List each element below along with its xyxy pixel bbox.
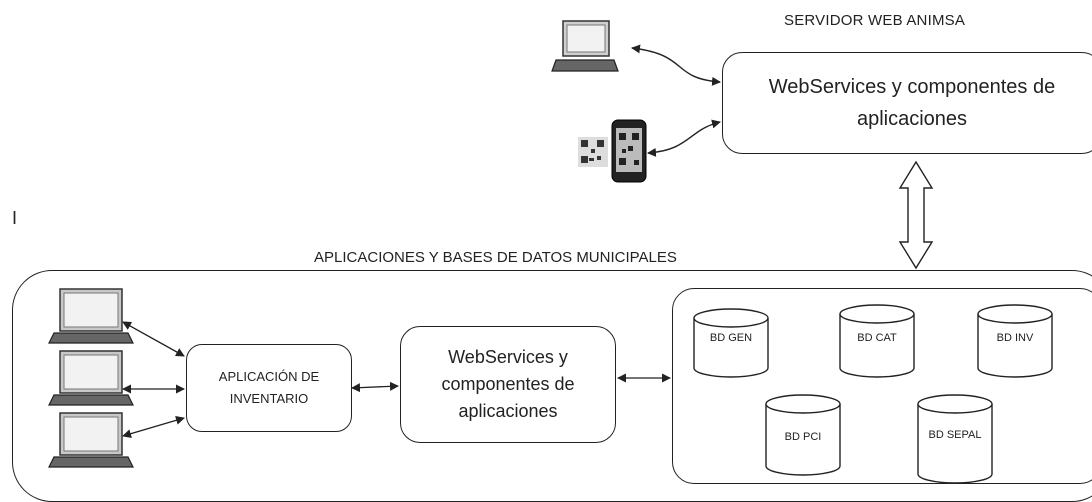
- database-cylinder: BD SEPAL: [917, 394, 993, 484]
- server-title: SERVIDOR WEB ANIMSA: [784, 12, 966, 29]
- database-cylinder: BD PCI: [765, 394, 841, 476]
- database-label: BD CAT: [857, 332, 897, 344]
- database-cylinder: BD INV: [977, 304, 1053, 378]
- municipal-webservices-box: WebServices y componentes de aplicacione…: [400, 326, 616, 443]
- smartphone-qr-icon: [578, 119, 647, 183]
- laptop-to-app-arrow: [122, 415, 185, 439]
- laptop-icon: [551, 20, 619, 72]
- server-box-label: WebServices y componentes de aplicacione…: [768, 76, 1056, 130]
- inventory-app-label: APLICACIÓN DE INVENTARIO: [218, 369, 320, 406]
- municipal-title: APLICACIONES Y BASES DE DATOS MUNICIPALE…: [314, 249, 677, 266]
- stray-text-mark: I: [12, 208, 18, 228]
- server-webservices-box: WebServices y componentes de aplicacione…: [722, 52, 1092, 154]
- laptop-icon: [48, 412, 134, 468]
- database-cylinder: BD CAT: [839, 304, 915, 378]
- laptop-to-app-arrow: [122, 321, 185, 357]
- database-cylinder: BD GEN: [693, 308, 769, 378]
- database-label: BD PCI: [785, 431, 822, 443]
- inventory-app-box: APLICACIÓN DE INVENTARIO: [186, 344, 352, 432]
- app-to-webservices-arrow: [351, 381, 399, 393]
- database-label: BD INV: [997, 332, 1034, 344]
- laptop-icon: [48, 288, 134, 344]
- database-label: BD SEPAL: [929, 429, 982, 441]
- municipal-webservices-label: WebServices y componentes de aplicacione…: [441, 347, 575, 421]
- server-municipal-double-arrow: [898, 160, 934, 270]
- phone-to-server-arrow: [647, 119, 721, 157]
- laptop-to-server-arrow: [631, 44, 721, 86]
- laptop-icon: [48, 350, 134, 406]
- database-label: BD GEN: [710, 332, 752, 344]
